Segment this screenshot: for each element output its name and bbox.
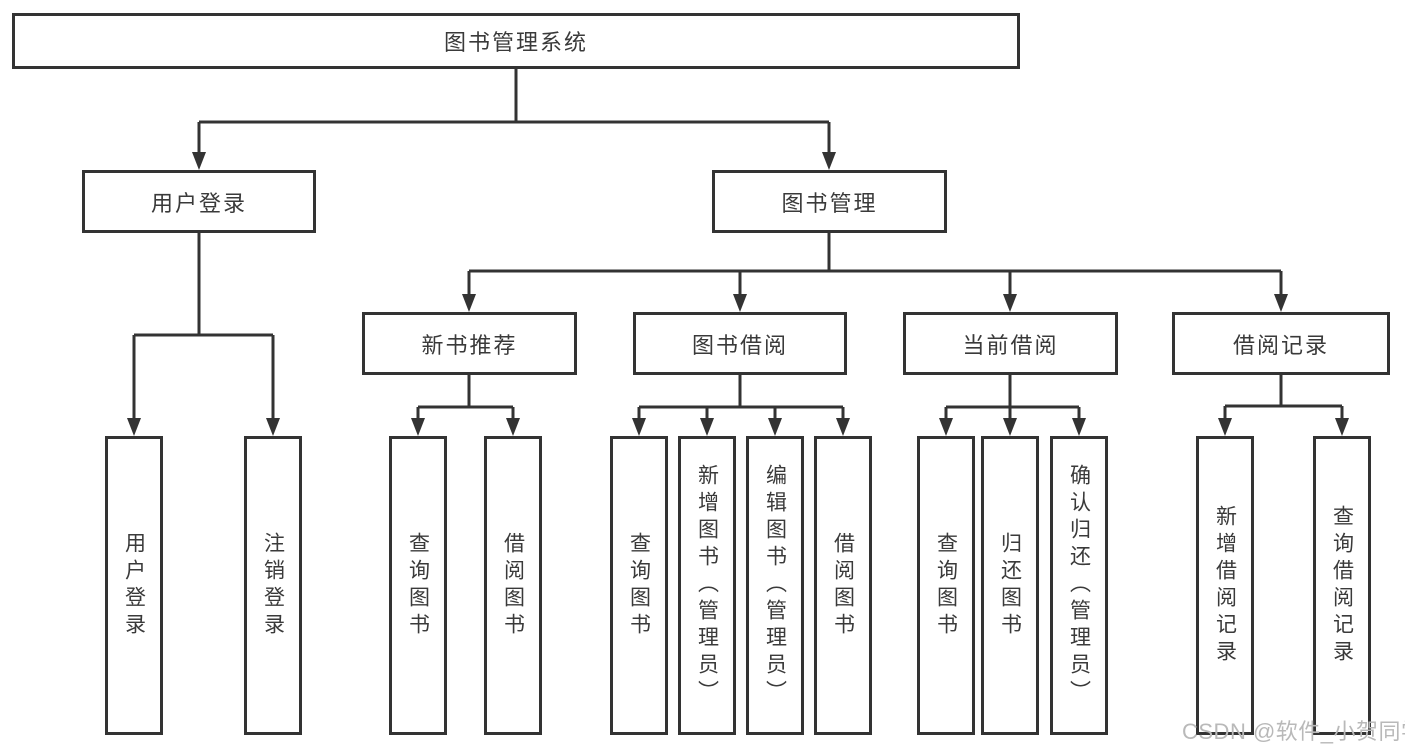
csdn-watermark: CSDN @软件_小贺同学: [1182, 719, 1405, 744]
node-root-system: 图书管理系统: [12, 13, 1020, 69]
leaf-query-books-borrowing: 查询图书: [610, 436, 668, 735]
node-user-login: 用户登录: [82, 170, 316, 233]
node-book-management: 图书管理: [712, 170, 947, 233]
leaf-query-books-recommend: 查询图书: [389, 436, 447, 735]
node-new-book-recommendation: 新书推荐: [362, 312, 577, 375]
leaf-return-books: 归还图书: [981, 436, 1039, 735]
leaf-confirm-return-admin: 确认归还（管理员）: [1050, 436, 1108, 735]
leaf-add-borrow-record: 新增借阅记录: [1196, 436, 1254, 735]
node-book-borrowing: 图书借阅: [633, 312, 847, 375]
node-borrowing-records: 借阅记录: [1172, 312, 1390, 375]
leaf-query-books-current: 查询图书: [917, 436, 975, 735]
leaf-logout: 注销登录: [244, 436, 302, 735]
leaf-user-login: 用户登录: [105, 436, 163, 735]
leaf-borrow-books-borrowing: 借阅图书: [814, 436, 872, 735]
leaf-edit-books-admin: 编辑图书（管理员）: [746, 436, 804, 735]
leaf-add-books-admin: 新增图书（管理员）: [678, 436, 736, 735]
leaf-borrow-books-recommend: 借阅图书: [484, 436, 542, 735]
leaf-query-borrow-record: 查询借阅记录: [1313, 436, 1371, 735]
node-current-borrowing: 当前借阅: [903, 312, 1118, 375]
